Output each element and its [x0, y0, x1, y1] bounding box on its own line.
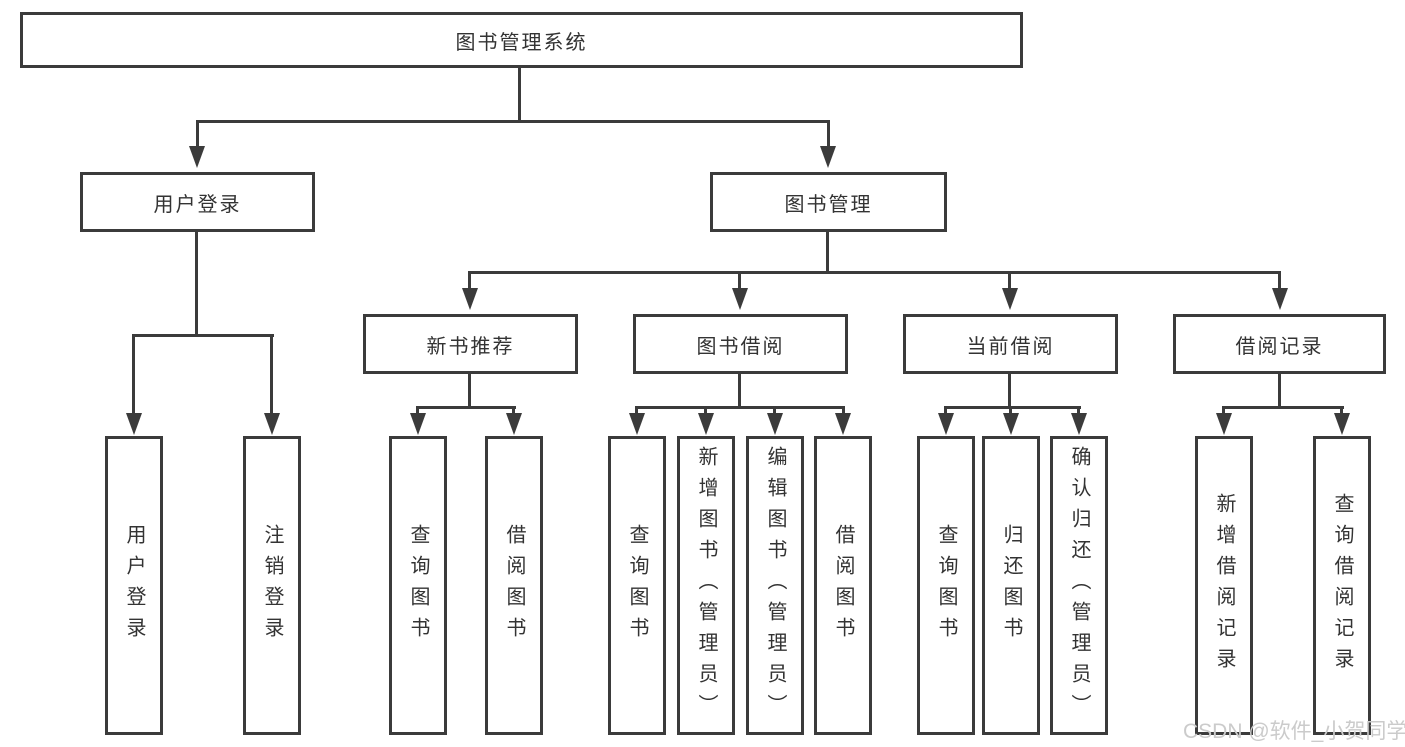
- leaf-borrow-borrow-books: 借阅图书: [814, 436, 872, 735]
- arrowhead-book-management: [820, 146, 836, 168]
- connector-stem-bb-query: [635, 406, 638, 416]
- connector-stem-bb-add: [704, 406, 707, 416]
- leaf-current-query-books: 查询图书: [917, 436, 975, 735]
- node-book-management-label: 图书管理: [784, 193, 873, 216]
- leaf-recommend-query-books-label: 查询图书: [407, 523, 429, 648]
- node-new-book-recommend-label: 新书推荐: [426, 335, 515, 358]
- node-current-borrow-label: 当前借阅: [966, 335, 1055, 358]
- leaf-borrow-add-books-admin-label: 新增图书（管理员）: [695, 446, 717, 725]
- connector-stem-leaf-user-login: [132, 334, 135, 415]
- leaf-borrow-edit-books-admin-label: 编辑图书（管理员）: [764, 446, 786, 725]
- connector-root-bus: [196, 120, 830, 123]
- node-book-management: 图书管理: [710, 172, 947, 232]
- connector-stem-br-query: [1340, 406, 1343, 416]
- leaf-recommend-borrow-books: 借阅图书: [485, 436, 543, 735]
- connector-book-management-bus: [468, 271, 1281, 274]
- connector-user-login-bus: [132, 334, 274, 337]
- connector-stem-borrow-records: [1278, 271, 1281, 290]
- leaf-recommend-borrow-books-label: 借阅图书: [503, 523, 525, 648]
- leaf-logout: 注销登录: [243, 436, 301, 735]
- arrowhead-br-add: [1216, 413, 1232, 435]
- node-book-borrow-label: 图书借阅: [696, 335, 785, 358]
- leaf-records-query-record: 查询借阅记录: [1313, 436, 1371, 735]
- leaf-user-login: 用户登录: [105, 436, 163, 735]
- leaf-current-confirm-return-admin-label: 确认归还（管理员）: [1068, 446, 1090, 725]
- leaf-borrow-borrow-books-label: 借阅图书: [832, 523, 854, 648]
- connector-book-borrow-stem: [738, 374, 741, 408]
- arrowhead-current-borrow: [1002, 288, 1018, 310]
- node-root: 图书管理系统: [20, 12, 1023, 68]
- leaf-borrow-query-books-label: 查询图书: [626, 523, 648, 648]
- leaf-current-return-books-label: 归还图书: [1000, 523, 1022, 648]
- connector-root-stem: [518, 66, 521, 120]
- connector-stem-leaf-logout: [270, 334, 273, 415]
- arrowhead-book-borrow: [732, 288, 748, 310]
- connector-stem-user-login: [196, 120, 199, 148]
- connector-borrow-records-bus: [1222, 406, 1344, 409]
- node-current-borrow: 当前借阅: [903, 314, 1118, 374]
- connector-stem-bb-borrow: [842, 406, 845, 416]
- arrowhead-cb-return: [1003, 413, 1019, 435]
- connector-recommend-stem: [468, 374, 471, 408]
- leaf-recommend-query-books: 查询图书: [389, 436, 447, 735]
- connector-stem-bb-edit: [773, 406, 776, 416]
- arrowhead-recommend-query: [410, 413, 426, 435]
- node-user-login: 用户登录: [80, 172, 315, 232]
- leaf-user-login-label: 用户登录: [123, 523, 145, 648]
- connector-stem-recommend-borrow: [512, 406, 515, 416]
- arrowhead-recommend: [462, 288, 478, 310]
- arrowhead-br-query: [1334, 413, 1350, 435]
- connector-stem-book-borrow: [738, 271, 741, 290]
- connector-stem-br-add: [1222, 406, 1225, 416]
- csdn-watermark: CSDN @软件_小贺同学: [1183, 720, 1405, 743]
- arrowhead-cb-confirm: [1071, 413, 1087, 435]
- leaf-records-query-record-label: 查询借阅记录: [1331, 492, 1353, 679]
- arrowhead-recommend-borrow: [506, 413, 522, 435]
- leaf-current-confirm-return-admin: 确认归还（管理员）: [1050, 436, 1108, 735]
- leaf-logout-label: 注销登录: [261, 523, 283, 648]
- node-book-borrow: 图书借阅: [633, 314, 848, 374]
- connector-current-borrow-stem: [1008, 374, 1011, 408]
- connector-stem-cb-return: [1009, 406, 1012, 416]
- arrowhead-bb-query: [629, 413, 645, 435]
- arrowhead-borrow-records: [1272, 288, 1288, 310]
- connector-stem-book-management: [827, 120, 830, 148]
- node-root-label: 图书管理系统: [455, 31, 588, 54]
- node-user-login-label: 用户登录: [153, 193, 242, 216]
- arrowhead-leaf-logout: [264, 413, 280, 435]
- connector-book-borrow-bus: [635, 406, 845, 409]
- connector-stem-cb-confirm: [1077, 406, 1080, 416]
- arrowhead-bb-borrow: [835, 413, 851, 435]
- leaf-current-query-books-label: 查询图书: [935, 523, 957, 648]
- connector-user-login-stem: [195, 232, 198, 336]
- leaf-borrow-edit-books-admin: 编辑图书（管理员）: [746, 436, 804, 735]
- connector-stem-recommend-query: [416, 406, 419, 416]
- connector-stem-recommend: [468, 271, 471, 290]
- connector-borrow-records-stem: [1278, 374, 1281, 408]
- leaf-records-add-record: 新增借阅记录: [1195, 436, 1253, 735]
- leaf-records-add-record-label: 新增借阅记录: [1213, 492, 1235, 679]
- node-borrow-records: 借阅记录: [1173, 314, 1386, 374]
- connector-current-borrow-bus: [944, 406, 1081, 409]
- connector-recommend-bus: [416, 406, 516, 409]
- node-borrow-records-label: 借阅记录: [1235, 335, 1324, 358]
- connector-stem-cb-query: [944, 406, 947, 416]
- leaf-current-return-books: 归还图书: [982, 436, 1040, 735]
- arrowhead-user-login: [189, 146, 205, 168]
- arrowhead-cb-query: [938, 413, 954, 435]
- connector-stem-current-borrow: [1008, 271, 1011, 290]
- arrowhead-leaf-user-login: [126, 413, 142, 435]
- leaf-borrow-add-books-admin: 新增图书（管理员）: [677, 436, 735, 735]
- connector-book-management-stem: [826, 232, 829, 273]
- node-new-book-recommend: 新书推荐: [363, 314, 578, 374]
- arrowhead-bb-add: [698, 413, 714, 435]
- arrowhead-bb-edit: [767, 413, 783, 435]
- leaf-borrow-query-books: 查询图书: [608, 436, 666, 735]
